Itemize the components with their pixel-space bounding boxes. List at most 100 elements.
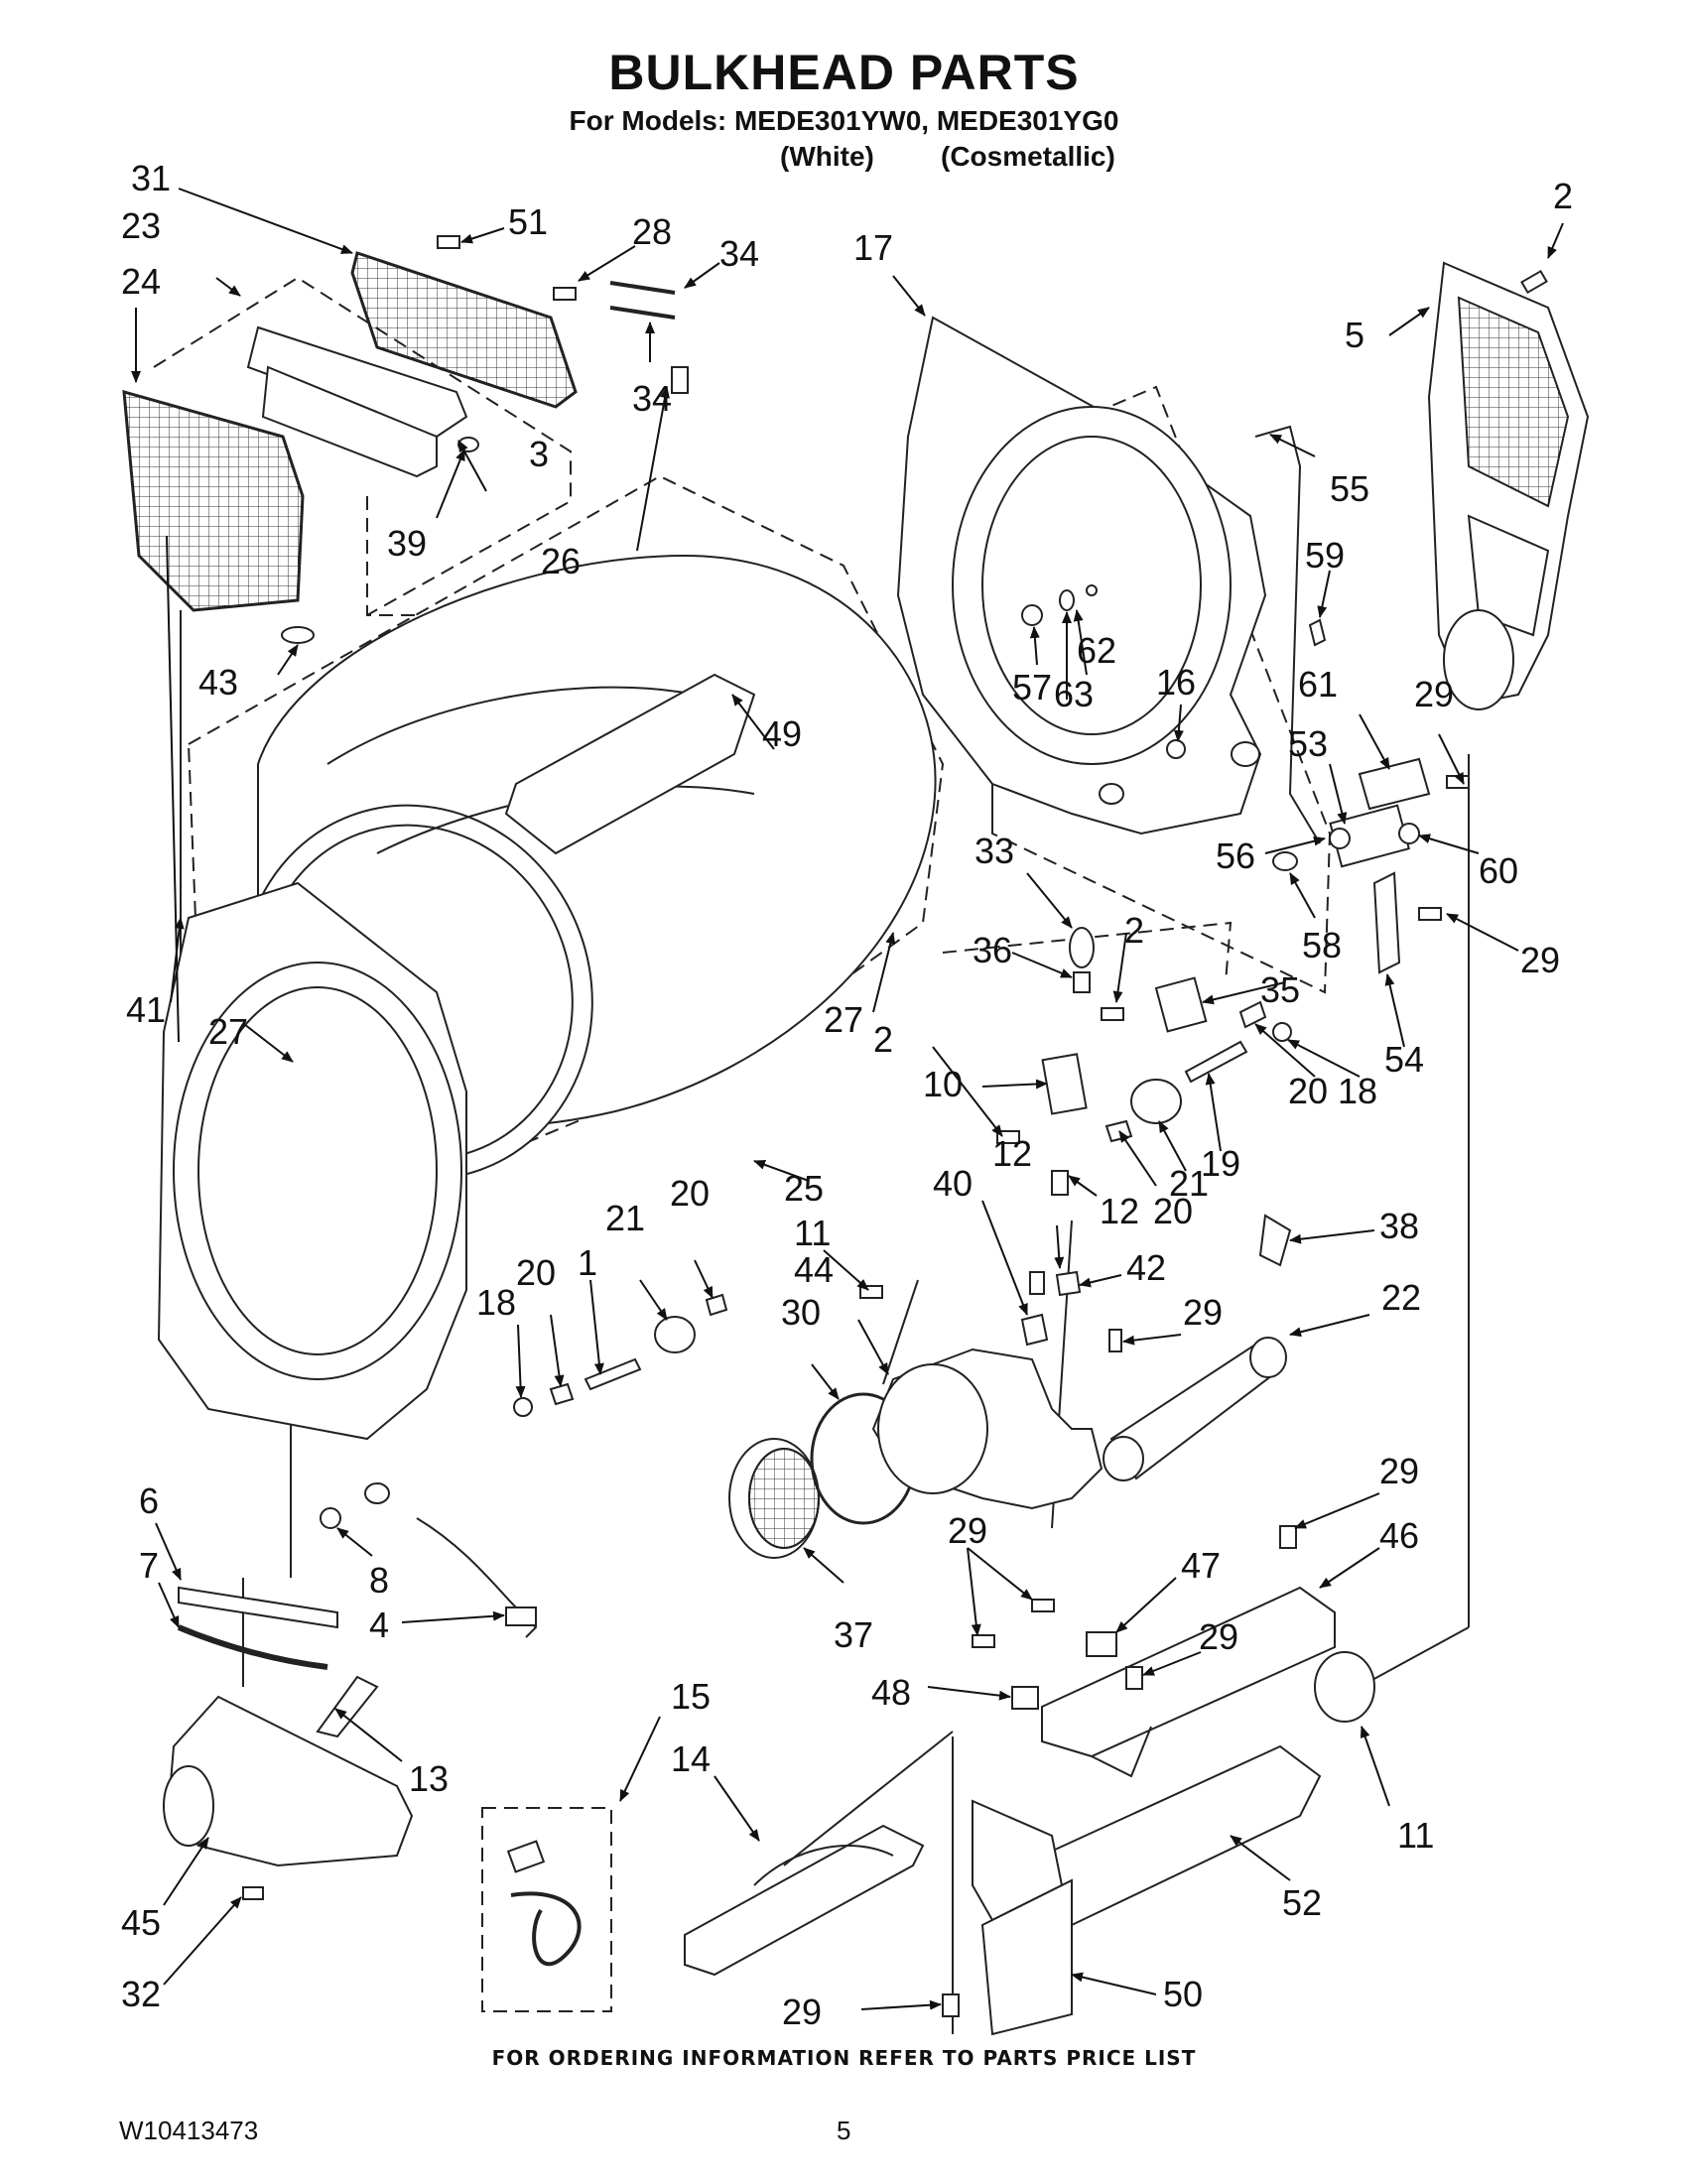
callout-55: 55	[1330, 468, 1369, 509]
blower-housing	[871, 1348, 1104, 1510]
callout-40: 40	[933, 1163, 973, 1204]
lint-housing-outline	[366, 496, 417, 616]
screw-29-b	[1418, 907, 1442, 921]
callout-18: 18	[476, 1282, 516, 1323]
washer-18-front	[513, 1397, 533, 1417]
spring-clip-lower	[609, 306, 676, 320]
washer-63	[1059, 589, 1075, 611]
page-number: 5	[837, 2116, 851, 2145]
bearing-group-outline	[942, 921, 1233, 983]
callout-16: 16	[1156, 662, 1196, 703]
callout-38: 38	[1379, 1206, 1419, 1246]
drum-glide	[178, 1586, 338, 1629]
screw-2-top	[1520, 269, 1548, 295]
callout-13: 13	[409, 1758, 449, 1799]
callout-19: 19	[1201, 1143, 1240, 1184]
cap-58	[1272, 851, 1298, 871]
lint-screen	[122, 389, 305, 612]
callout-21: 21	[1169, 1163, 1209, 1204]
callout-2: 2	[1124, 910, 1144, 951]
callout-63: 63	[1054, 674, 1094, 714]
clip-59	[1308, 618, 1327, 647]
callout-49: 49	[762, 713, 802, 754]
rear-bulkhead	[896, 316, 1267, 835]
thermostat-47	[1086, 1631, 1117, 1657]
parts-drawings	[122, 235, 1590, 2036]
front-bulkhead	[157, 881, 467, 1504]
screw-29-g	[1125, 1666, 1143, 1690]
callout-33: 33	[974, 831, 1014, 871]
felt-seal	[177, 1624, 328, 1670]
clip-20-d	[705, 1293, 728, 1317]
thermistor-clip	[1073, 971, 1091, 993]
leader-arrows	[131, 188, 1564, 2010]
callout-45: 45	[121, 1902, 161, 1943]
callout-11: 11	[1397, 1815, 1434, 1856]
idler-shaft-rear	[1184, 1040, 1248, 1084]
screw-29-d	[1279, 1525, 1297, 1549]
callout-20: 20	[1153, 1191, 1193, 1231]
callout-6: 6	[139, 1480, 159, 1521]
callout-2: 2	[873, 1019, 893, 1060]
callout-59: 59	[1305, 535, 1345, 576]
ordering-note: FOR ORDERING INFORMATION REFER TO PARTS …	[491, 2046, 1197, 2070]
callout-18: 18	[1338, 1071, 1377, 1111]
callout-60: 60	[1479, 850, 1518, 891]
callout-57: 57	[1012, 667, 1052, 707]
page-header: BULKHEAD PARTS For Models: MEDE301YW0, M…	[0, 0, 1688, 179]
screw-29-h	[942, 1993, 960, 2017]
screw-12-a	[1051, 1170, 1069, 1196]
bearing-block	[1154, 976, 1208, 1033]
callout-23: 23	[121, 205, 161, 246]
callout-22: 22	[1381, 1277, 1421, 1318]
clip-20-b	[1104, 1119, 1133, 1143]
sensor-connector	[505, 1606, 537, 1626]
callout-27: 27	[824, 999, 863, 1040]
screw-12-b	[1029, 1271, 1045, 1295]
plug-16	[1166, 739, 1186, 759]
lower-exhaust-duct	[163, 1695, 414, 1867]
screw-29-c	[1108, 1329, 1122, 1352]
bearing-57	[1021, 604, 1043, 626]
lint-grill	[350, 251, 578, 409]
screw-29-e	[1031, 1599, 1055, 1612]
callout-41: 41	[126, 989, 166, 1030]
heater-box-bottom	[1041, 1744, 1322, 1927]
callout-32: 32	[121, 1974, 161, 2014]
callout-4: 4	[369, 1605, 389, 1645]
callout-12: 12	[992, 1133, 1032, 1174]
valve-cover	[1358, 757, 1431, 811]
callout-20: 20	[516, 1252, 556, 1293]
document-number: W10413473	[119, 2116, 259, 2145]
variant-white-label: (White)	[780, 141, 874, 172]
callout-51: 51	[508, 201, 548, 242]
gas-valve	[1329, 804, 1420, 868]
callout-50: 50	[1163, 1974, 1203, 2014]
clip-20-c	[549, 1382, 575, 1406]
callout-42: 42	[1126, 1247, 1166, 1288]
thermistor	[1069, 927, 1095, 968]
screw-29-f	[972, 1634, 995, 1648]
callout-10: 10	[923, 1064, 963, 1104]
callout-53: 53	[1288, 723, 1328, 764]
heat-shield-base	[980, 1878, 1073, 2036]
lint-screen-group-outline	[153, 276, 572, 616]
callout-36: 36	[973, 930, 1012, 970]
exhaust-tube	[1103, 1337, 1287, 1481]
callout-21: 21	[605, 1198, 645, 1238]
callout-29: 29	[1414, 674, 1454, 714]
duct-end-11	[1314, 1651, 1375, 1723]
washer-18-rear	[1272, 1022, 1292, 1042]
idler-pulley-rear	[1130, 1079, 1182, 1124]
callout-61: 61	[1298, 664, 1338, 705]
ignitor-wire	[510, 1891, 582, 1967]
callout-35: 35	[1260, 969, 1300, 1010]
callout-8: 8	[369, 1560, 389, 1601]
callout-11: 11	[794, 1213, 831, 1253]
callout-29: 29	[1379, 1451, 1419, 1491]
clip-13	[316, 1675, 379, 1738]
variant-cosmetallic-label: (Cosmetallic)	[941, 141, 1115, 172]
callout-20: 20	[1288, 1071, 1328, 1111]
callout-62: 62	[1077, 630, 1116, 671]
callout-29: 29	[948, 1510, 987, 1551]
